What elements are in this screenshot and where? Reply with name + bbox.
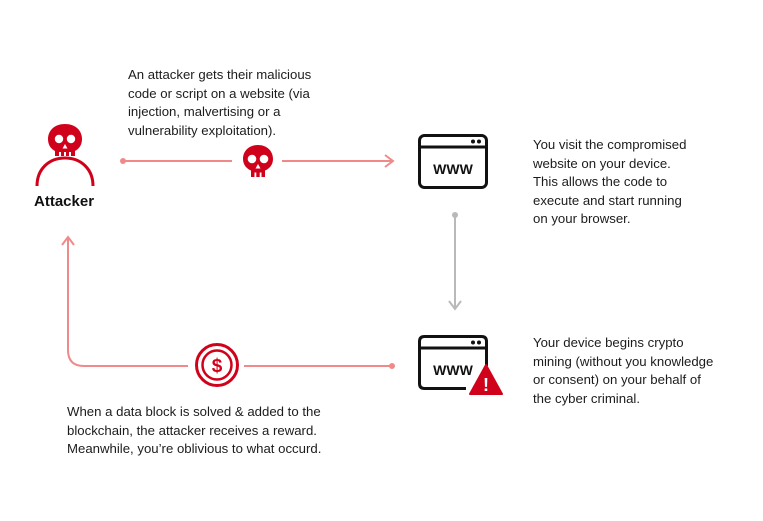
attacker-label: Attacker: [34, 193, 95, 210]
attacker-skull-person-icon: [35, 124, 95, 187]
www-browser-warning-icon: WWW !: [418, 335, 504, 397]
step-mine-text: Your device begins crypto mining (withou…: [533, 335, 714, 406]
dollar-coin-icon: $: [195, 343, 239, 387]
www-text: WWW: [433, 161, 473, 177]
dollar-sign: $: [212, 356, 223, 377]
step-reward-text: When a data block is solved & added to t…: [67, 404, 322, 457]
warning-mark: !: [483, 375, 489, 395]
arrow-website-to-mining: [448, 212, 462, 311]
step-visit-text: You visit the compromised website on you…: [533, 137, 687, 227]
arrow-mining-to-attacker: [61, 235, 395, 369]
step-inject-text: An attacker gets their malicious code or…: [128, 67, 312, 138]
arrow-attacker-to-website: [120, 154, 395, 168]
skull-icon: [243, 145, 273, 177]
www-browser-icon: WWW: [418, 134, 488, 189]
svg-text:WWW: WWW: [433, 362, 473, 378]
